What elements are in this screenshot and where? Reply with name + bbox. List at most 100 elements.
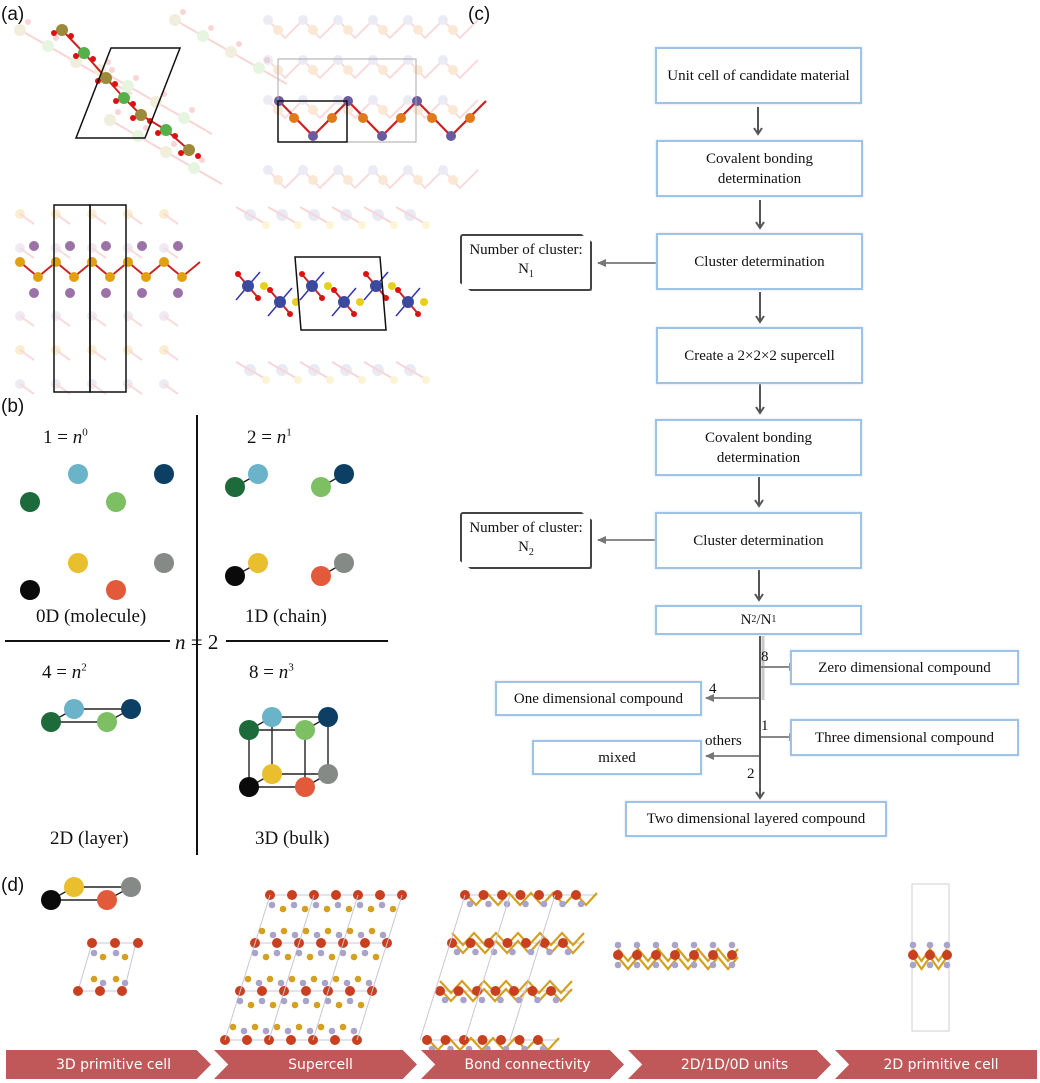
small-atom (269, 1001, 277, 1009)
bond (163, 247, 179, 259)
bond (337, 59, 374, 80)
metal-atom (459, 1035, 469, 1045)
metal-atom (925, 950, 935, 960)
atom (422, 376, 430, 384)
atom (395, 287, 401, 293)
atom (413, 25, 423, 35)
structure-group (51, 24, 201, 159)
small-atom (515, 996, 523, 1004)
small-atom (279, 905, 287, 913)
cluster-count-n2-title: Number of cluster: (469, 520, 583, 536)
atom (159, 311, 169, 321)
atom (15, 345, 25, 355)
atom (14, 24, 26, 36)
atom (122, 80, 134, 92)
small-atom (291, 1001, 299, 1009)
metal-atom (87, 938, 97, 948)
bond (163, 213, 179, 225)
atom (262, 707, 282, 727)
atom (155, 130, 161, 136)
bond (91, 315, 107, 327)
atom (331, 287, 337, 293)
structure-group (235, 206, 430, 384)
atom (25, 19, 31, 25)
small-atom (943, 961, 951, 969)
metal-atom (242, 1035, 252, 1045)
atom (109, 67, 115, 73)
unit-cell-outline (294, 256, 387, 331)
atom (263, 15, 273, 25)
atom (388, 282, 396, 290)
atom (159, 243, 169, 253)
small-atom (335, 1001, 343, 1009)
structure-group (235, 271, 428, 317)
small-atom (247, 1001, 255, 1009)
flowchart-connectors (597, 107, 798, 800)
bond (127, 349, 143, 361)
atom (33, 272, 43, 282)
atom (295, 720, 315, 740)
atom (403, 95, 413, 105)
small-atom (240, 1027, 248, 1035)
atom (356, 298, 364, 306)
flow-step-covalent-bonding-2: Covalent bonding determination (655, 419, 862, 476)
outcome-zero-dimensional: Zero dimensional compound (790, 650, 1019, 685)
atom (172, 133, 178, 139)
atom (263, 95, 273, 105)
bond (442, 99, 479, 120)
edge-label-2: 2 (747, 766, 755, 782)
bond (407, 169, 444, 190)
bond (47, 45, 77, 63)
atom (308, 131, 318, 141)
equation-2d: 4 = n2 (42, 661, 87, 683)
atom (121, 877, 141, 897)
atom (438, 55, 448, 65)
metal-atom (435, 986, 445, 996)
metal-atom (632, 950, 642, 960)
atom (15, 243, 25, 253)
atom (56, 24, 68, 36)
outcome-three-dimensional: Three dimensional compound (790, 719, 1019, 756)
flow-step-covalent-bonding-1: Covalent bonding determination (656, 140, 863, 197)
atom (402, 296, 414, 308)
small-atom (244, 975, 252, 983)
atom (15, 257, 25, 267)
small-atom (284, 1027, 292, 1035)
edge-label-1: 1 (761, 718, 769, 734)
small-atom (926, 941, 934, 949)
cluster-count-n1: Number of cluster: N1 (460, 234, 592, 291)
atom (308, 175, 318, 185)
atom (448, 25, 458, 35)
bond (407, 99, 444, 120)
atom (333, 95, 343, 105)
metal-atom (651, 950, 661, 960)
small-atom (671, 961, 679, 969)
metal-atom (478, 890, 489, 900)
bond (55, 213, 71, 225)
metal-atom (422, 1035, 432, 1045)
atom (180, 9, 186, 15)
edge-label-others: others (705, 733, 742, 749)
atom (377, 131, 387, 141)
atom (263, 165, 273, 175)
atom (327, 113, 337, 123)
small-atom (690, 941, 698, 949)
equation-1d: 2 = n1 (247, 426, 292, 448)
pipeline-step-3d-primitive-cell: 3D primitive cell (6, 1050, 211, 1079)
small-atom (277, 979, 285, 987)
metal-atom (301, 986, 311, 996)
bond (372, 59, 409, 80)
small-atom (290, 901, 298, 909)
small-atom (262, 953, 270, 961)
small-atom (365, 979, 373, 987)
cluster-count-n2-symbol: N2 (518, 539, 534, 558)
atom (404, 364, 416, 376)
atom (308, 105, 318, 115)
atom (438, 165, 448, 175)
atom (68, 553, 88, 573)
metal-atom (552, 890, 563, 900)
atom (159, 257, 169, 267)
metal-atom (490, 986, 501, 996)
atom (351, 311, 357, 317)
atom (298, 55, 308, 65)
